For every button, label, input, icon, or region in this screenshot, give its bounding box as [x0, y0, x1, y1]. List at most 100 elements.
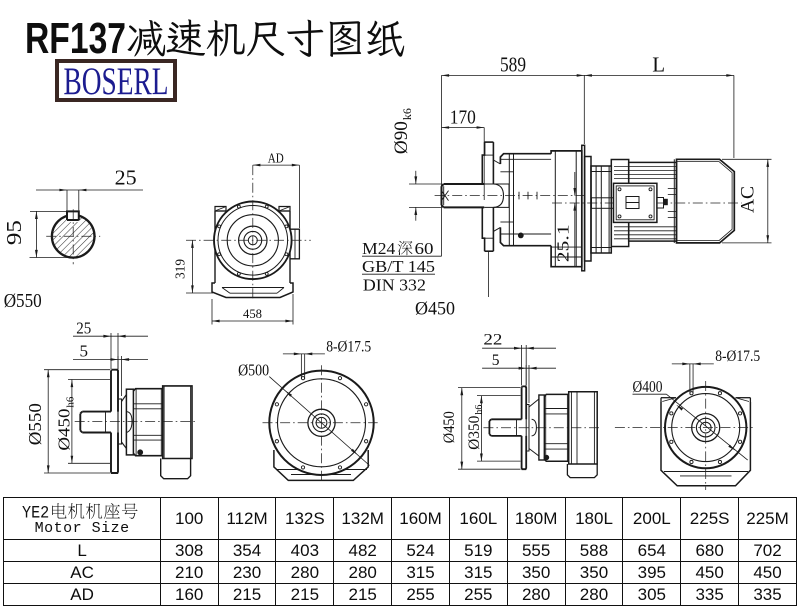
drawing-flange-side-left: 25 5 Ø550 Ø450 h6 [25, 319, 198, 480]
table-cell-l-160m: 524 [391, 539, 450, 563]
table-column-100: 100 [159, 496, 219, 541]
dim-25-left: 25 [76, 319, 91, 338]
table-cell-ac-100: 210 [159, 561, 219, 585]
table-cell-ac-160l: 315 [448, 561, 508, 585]
brand-logo: BOSERL [55, 58, 177, 102]
header-line1: YE2 [22, 502, 138, 523]
table-cell-l-132m: 482 [333, 539, 393, 563]
table-cell-ad-160l: 255 [448, 583, 508, 607]
dim-319: 319 [172, 259, 187, 279]
note-m24: M24 [362, 239, 396, 258]
note-gbt145: GB/T 145 [362, 257, 435, 276]
table-cell-l-132s: 403 [275, 539, 335, 563]
title-model: RF137 [25, 14, 126, 60]
title-text: RF137 [25, 14, 405, 60]
table-cell-l-200l: 654 [622, 539, 682, 563]
dim-shaft-diameter: Ø90 k6 [391, 108, 414, 154]
table-cell-l-180l: 588 [564, 539, 624, 563]
table-row-label-ad: AD [3, 583, 161, 607]
table-cell-ad-132m: 215 [333, 583, 393, 607]
brand-logo-text: BOSERL [64, 63, 169, 98]
table-column-225s: 225S [680, 496, 740, 541]
table-cell-ac-180m: 350 [506, 561, 566, 585]
note-din332: DIN 332 [363, 275, 426, 294]
dim-350h6-tol: h6 [474, 405, 485, 415]
table-column-112m: 112M [217, 496, 277, 541]
drawing-flange-front-right: Ø400 8-Ø17.5 [614, 348, 760, 490]
dim-458: 458 [243, 306, 262, 321]
dim-L: L [652, 53, 665, 77]
table-column-180l: 180L [564, 496, 624, 541]
table-cell-ad-180m: 280 [506, 583, 566, 607]
dim-8-17-5-left: 8-Ø17.5 [326, 339, 371, 356]
table-cell-l-112m: 354 [217, 539, 277, 563]
label-400: Ø400 [633, 377, 663, 396]
table-column-225m: 225M [738, 496, 797, 541]
table-cell-ad-180l: 280 [564, 583, 624, 607]
note-depth-cn [397, 240, 413, 256]
dim-ad: AD [268, 150, 284, 165]
table-cell-ad-100: 160 [159, 583, 219, 607]
table-column-160l: 160L [448, 496, 508, 541]
dim-shaft-dia-tol: k6 [400, 108, 414, 120]
header-motor-size-en: Motor Size [34, 519, 130, 537]
table-column-132m: 132M [333, 496, 393, 541]
header-ye2: YE2 [22, 504, 49, 521]
label-flange-450: Ø450 [415, 299, 455, 320]
dim-350h6-value: Ø350 [466, 416, 483, 450]
table-row-label-ac: AC [3, 561, 161, 585]
label-500: Ø500 [238, 360, 269, 379]
dim-8-17-5-right: 8-Ø17.5 [715, 348, 760, 365]
table-column-200l: 200L [622, 496, 682, 541]
table-cell-ac-132m: 280 [333, 561, 393, 585]
table-cell-ad-112m: 215 [217, 583, 277, 607]
dim-spigot-right: Ø350 h6 [466, 405, 485, 450]
table-cell-l-225s: 680 [680, 539, 740, 563]
table-cell-ad-225m: 335 [738, 583, 797, 607]
table-row-label-l: L [3, 539, 161, 563]
dim-ac: AC [738, 186, 759, 213]
dim-550-left: Ø550 [25, 403, 45, 445]
table-cell-ac-160m: 315 [391, 561, 450, 585]
logo-text: BOSERL [64, 63, 169, 98]
table-cell-l-100: 308 [159, 539, 219, 563]
label-diameter-550: Ø550 [4, 291, 42, 312]
dim-spigot-left: Ø450 h6 [55, 396, 77, 451]
table-cell-ac-112m: 230 [217, 561, 277, 585]
table-cell-ad-160m: 255 [391, 583, 450, 607]
dim-shaft-key-width: 25 [115, 166, 137, 190]
drawing-shaft-cross-section: 25 95 Ø550 [2, 166, 143, 312]
dim-shaft-dia-value: Ø90 [391, 121, 412, 154]
dim-shaft-height: 95 [2, 220, 26, 245]
dim-450h6-left-tol: h6 [64, 396, 76, 408]
table-cell-ac-132s: 280 [275, 561, 335, 585]
dim-170: 170 [450, 107, 476, 129]
table-header-motor-size: YE2 Motor Size [3, 496, 161, 541]
dim-25-1: 25.1 [553, 224, 572, 262]
dim-450-right: Ø450 [441, 411, 458, 443]
dim-450h6-left-value: Ø450 [55, 409, 74, 451]
table-cell-ac-200l: 395 [622, 561, 682, 585]
table-cell-ac-225m: 450 [738, 561, 797, 585]
dim-5-right: 5 [492, 352, 500, 369]
table-cell-ac-225s: 450 [680, 561, 740, 585]
drawing-gearbox-front-view: AD 319 458 [172, 150, 311, 325]
drawing-main-side-view: 589 L 170 Ø90 k6 M24 60 GB/T 145 DIN 332… [362, 53, 772, 320]
table-cell-l-180m: 555 [506, 539, 566, 563]
dim-589: 589 [500, 53, 526, 77]
table-cell-ad-200l: 305 [622, 583, 682, 607]
table-cell-l-225m: 702 [738, 539, 797, 563]
table-column-160m: 160M [391, 496, 450, 541]
drawing-flange-front-left: Ø500 8-Ø17.5 [238, 339, 378, 482]
note-m24-depth: 60 [415, 239, 434, 258]
table-cell-ad-225s: 335 [680, 583, 740, 607]
table-cell-l-160l: 519 [448, 539, 508, 563]
drawing-flange-side-right: 22 5 Ø450 Ø350 h6 [441, 332, 602, 479]
